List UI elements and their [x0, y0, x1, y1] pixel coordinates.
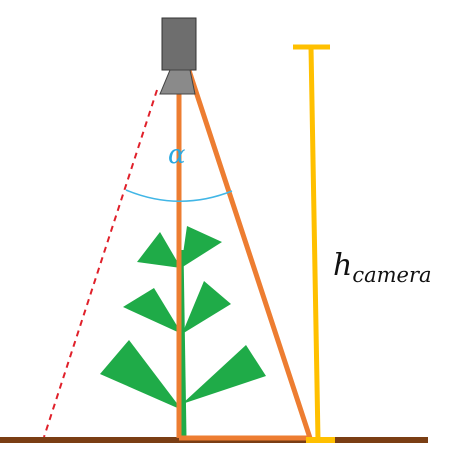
height-marker-vertical-line — [308, 46, 321, 441]
plant-leaf-mid-left — [123, 288, 182, 334]
height-label-subscript: camera — [352, 263, 431, 287]
camera-body — [161, 17, 197, 71]
angle-alpha-label: α — [168, 140, 186, 170]
field-of-view-triangle — [176, 39, 313, 441]
plant-leaf-top-left — [137, 232, 181, 268]
plant-leaf-low-right — [182, 345, 266, 404]
plant-leaf-top-right — [181, 226, 222, 268]
height-label-main: h — [333, 248, 352, 283]
plant-leaf-low-left — [100, 340, 182, 410]
plant-icon — [100, 226, 266, 438]
camera-height-marker — [293, 44, 335, 443]
camera-height-label: hcamera — [333, 248, 432, 287]
camera-lens — [159, 69, 196, 95]
camera-icon — [159, 17, 197, 95]
fov-edge-line — [176, 39, 313, 439]
view-boundary-dashed-line — [43, 89, 158, 438]
angle-arc — [125, 189, 233, 202]
plant-leaf-mid-right — [182, 281, 231, 334]
